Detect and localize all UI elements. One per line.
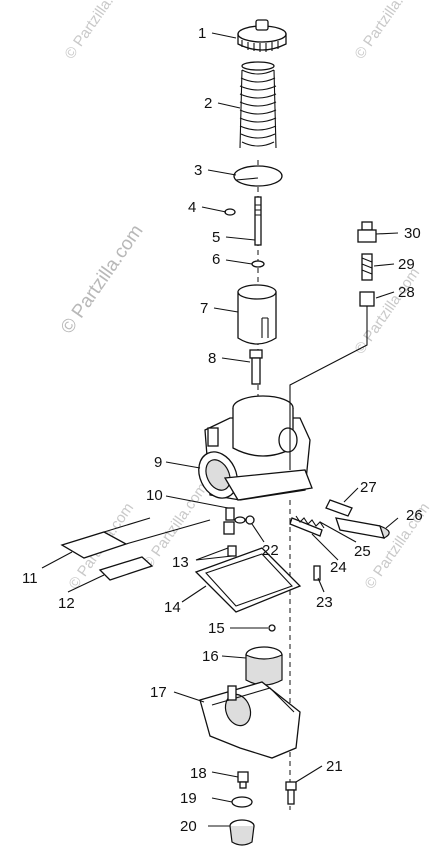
callout-4: 4 — [188, 199, 196, 216]
callout-13: 13 — [172, 554, 189, 571]
callout-1: 1 — [198, 25, 206, 42]
part-6-washer — [251, 260, 265, 268]
part-26-idle-screw — [335, 517, 390, 539]
part-11-bracket — [60, 517, 211, 559]
callout-19: 19 — [180, 790, 197, 807]
part-21-screw — [285, 781, 297, 805]
callout-11: 11 — [22, 570, 38, 587]
callout-18: 18 — [190, 765, 207, 782]
part-20-drain-plug — [229, 819, 255, 846]
part-4-clip — [224, 208, 236, 216]
part-23-screw — [313, 565, 321, 581]
part-8-needle-jet — [249, 349, 263, 385]
watermark-center: © Partzilla.com — [57, 221, 148, 338]
part-13-jets — [223, 516, 246, 557]
callout-24: 24 — [330, 559, 347, 576]
part-12-plate — [98, 556, 154, 581]
part-16-float — [245, 646, 283, 686]
part-18-drain-screw — [237, 771, 249, 789]
callout-12: 12 — [58, 595, 75, 612]
callout-25: 25 — [354, 543, 371, 560]
callout-17: 17 — [150, 684, 167, 701]
part-19-o-ring — [231, 796, 253, 808]
part-24-screw — [289, 517, 323, 537]
part-30-cable-adjuster — [357, 221, 377, 243]
part-9-carburetor-body — [198, 395, 313, 501]
callout-8: 8 — [208, 350, 216, 367]
callout-14: 14 — [164, 599, 181, 616]
callout-labels: 1 2 3 4 5 6 7 8 9 10 11 12 13 14 15 16 1… — [22, 25, 423, 835]
callout-2: 2 — [204, 95, 212, 112]
part-5-needle — [254, 196, 262, 246]
callout-16: 16 — [202, 648, 219, 665]
callout-3: 3 — [194, 162, 202, 179]
callout-28: 28 — [398, 284, 415, 301]
callout-6: 6 — [212, 251, 220, 268]
watermark-top-left: © Partzilla.com — [61, 0, 133, 62]
part-1-cap — [237, 19, 287, 52]
callout-10: 10 — [146, 487, 163, 504]
leader-lines — [41, 32, 399, 827]
part-29-spring — [361, 253, 373, 281]
callout-9: 9 — [154, 454, 162, 471]
callout-30: 30 — [404, 225, 421, 242]
callout-20: 20 — [180, 818, 197, 835]
part-17-float-bowl — [199, 681, 301, 759]
part-14-bowl-gasket — [194, 547, 302, 613]
part-10-pilot-jet — [225, 507, 235, 521]
part-7-throttle-slide — [237, 284, 277, 345]
part-22-screw — [245, 515, 255, 525]
callout-5: 5 — [212, 229, 220, 246]
part-2-spring — [239, 61, 277, 149]
callout-26: 26 — [406, 507, 423, 524]
callout-21: 21 — [326, 758, 343, 775]
watermark-top-right: © Partzilla.com — [351, 0, 423, 62]
part-28-fitting — [289, 291, 375, 470]
callout-23: 23 — [316, 594, 333, 611]
part-3-plate — [233, 165, 283, 187]
part-27-spring — [325, 499, 353, 517]
callout-27: 27 — [360, 479, 377, 496]
callout-22: 22 — [262, 542, 279, 559]
callout-7: 7 — [200, 300, 208, 317]
callout-29: 29 — [398, 256, 415, 273]
part-25-spring — [295, 515, 325, 529]
part-15-check-ball — [268, 624, 276, 632]
callout-15: 15 — [208, 620, 225, 637]
